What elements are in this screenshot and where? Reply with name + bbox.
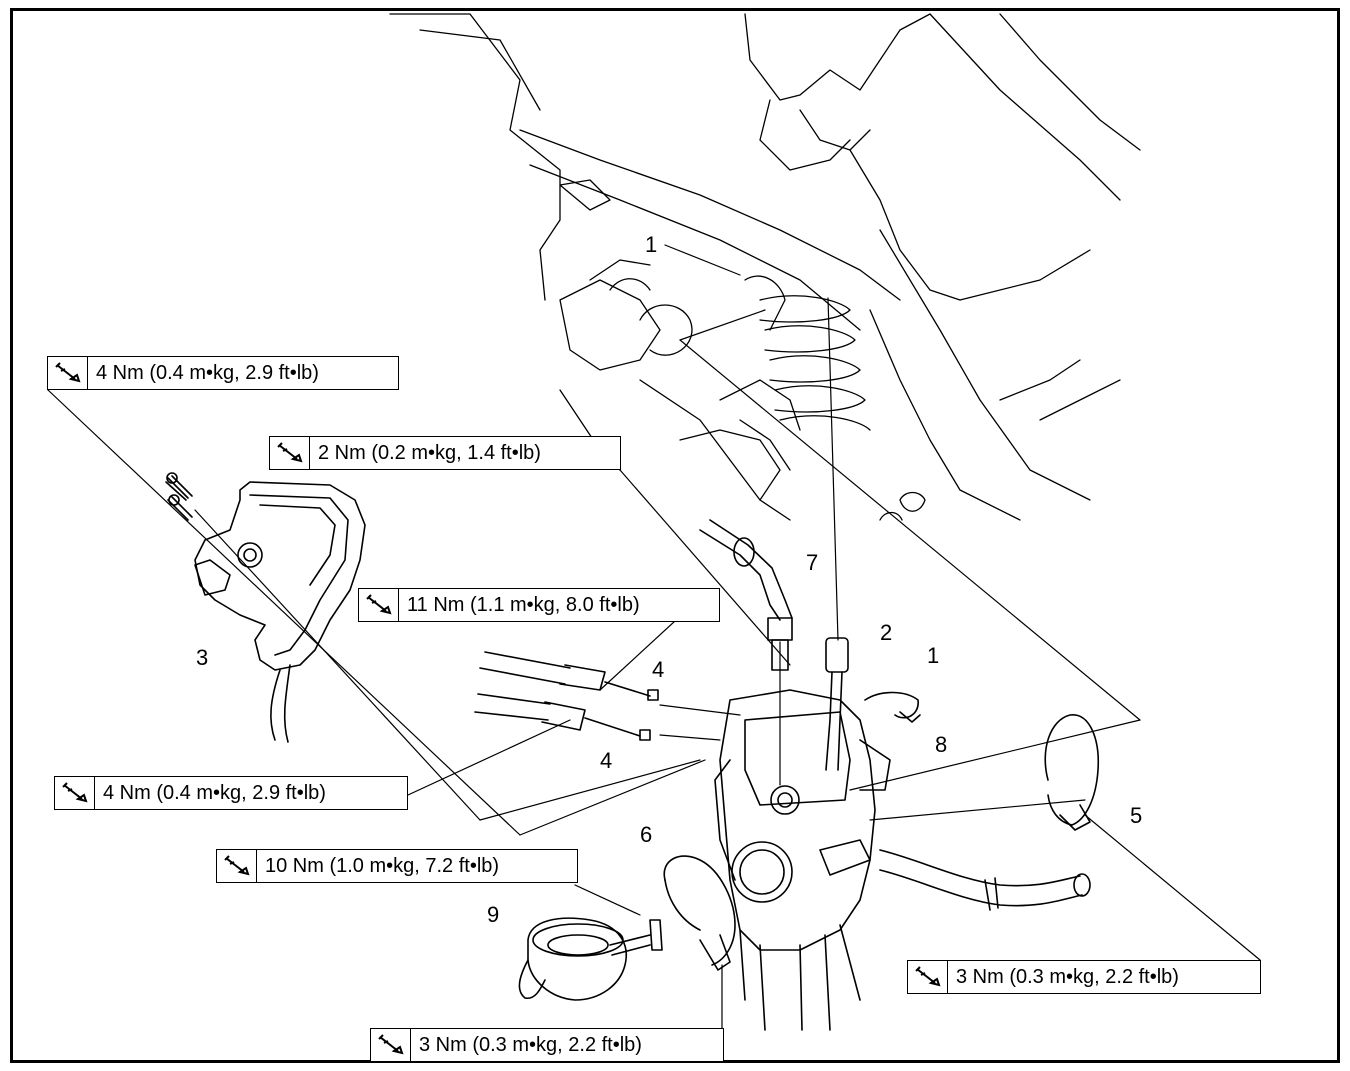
torque-wrench-icon (371, 1029, 411, 1061)
torque-wrench-icon (359, 589, 399, 621)
callout-2: 2 (880, 620, 892, 645)
torque-spec-box: 3 Nm (0.3 m•kg, 2.2 ft•lb) (370, 1028, 724, 1062)
torque-spec-text: 10 Nm (1.0 m•kg, 7.2 ft•lb) (265, 854, 500, 877)
torque-wrench-icon (217, 850, 257, 882)
callout-9: 9 (487, 902, 499, 927)
torque-spec-box: 10 Nm (1.0 m•kg, 7.2 ft•lb) (216, 849, 578, 883)
callout-numbers: 1 1 2 3 4 4 5 6 7 8 9 (196, 232, 1142, 927)
torque-spec-text: 4 Nm (0.4 m•kg, 2.9 ft•lb) (96, 361, 319, 384)
callout-1-right: 1 (927, 643, 939, 668)
part-6-clamp (663, 855, 736, 971)
part-8-carburetor (714, 689, 1091, 1031)
torque-spec-text: 2 Nm (0.2 m•kg, 1.4 ft•lb) (318, 441, 541, 464)
callout-3: 3 (196, 645, 208, 670)
callout-6: 6 (640, 822, 652, 847)
part-7-fuel-hose (699, 519, 793, 671)
torque-spec-box: 4 Nm (0.4 m•kg, 2.9 ft•lb) (47, 356, 399, 390)
background-frame-sketch (389, 13, 1141, 521)
part-9-joint (518, 917, 663, 1001)
torque-spec-text: 3 Nm (0.3 m•kg, 2.2 ft•lb) (956, 965, 1179, 988)
callout-4-lower: 4 (600, 748, 612, 773)
torque-wrench-icon (48, 357, 88, 389)
throttle-cables (474, 651, 659, 741)
torque-wrench-icon (270, 437, 310, 469)
leader-lines (47, 244, 1261, 1031)
torque-spec-box: 4 Nm (0.4 m•kg, 2.9 ft•lb) (54, 776, 408, 810)
callout-1-top: 1 (645, 232, 657, 257)
torque-spec-box: 2 Nm (0.2 m•kg, 1.4 ft•lb) (269, 436, 621, 470)
callout-7: 7 (806, 550, 818, 575)
diagram-frame (10, 8, 1340, 1063)
torque-wrench-icon (908, 961, 948, 993)
torque-spec-text: 3 Nm (0.3 m•kg, 2.2 ft•lb) (419, 1033, 642, 1056)
torque-spec-box: 11 Nm (1.1 m•kg, 8.0 ft•lb) (358, 588, 720, 622)
callout-5: 5 (1130, 803, 1142, 828)
part-3-cover (165, 472, 366, 743)
part-2-and-1 (825, 637, 921, 771)
torque-wrench-icon (55, 777, 95, 809)
torque-spec-box: 3 Nm (0.3 m•kg, 2.2 ft•lb) (907, 960, 1261, 994)
torque-spec-text: 4 Nm (0.4 m•kg, 2.9 ft•lb) (103, 781, 326, 804)
part-5-clamp (1044, 714, 1100, 831)
torque-spec-text: 11 Nm (1.1 m•kg, 8.0 ft•lb) (407, 593, 640, 616)
callout-4-upper: 4 (652, 657, 664, 682)
callout-8: 8 (935, 732, 947, 757)
